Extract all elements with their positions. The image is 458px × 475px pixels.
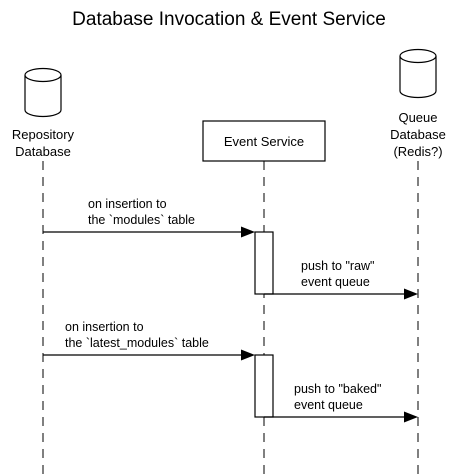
arrowhead-icon <box>404 288 418 300</box>
arrowhead-icon <box>241 349 255 361</box>
queue-database-participant: Queue Database (Redis?) <box>390 48 446 159</box>
event-service-label: Event Service <box>224 134 304 149</box>
arrowhead-icon <box>404 411 418 423</box>
message-latest-modules-insertion: on insertion to the `latest_modules` tab… <box>43 320 255 361</box>
arrowhead-icon <box>241 226 255 238</box>
queue-label-line3: (Redis?) <box>393 144 442 159</box>
repository-label-line1: Repository <box>12 127 75 142</box>
activation-bar-1 <box>254 231 274 295</box>
queue-label-line1: Queue <box>398 110 437 125</box>
activation-bar-2 <box>254 354 274 418</box>
message-3-line1: on insertion to <box>65 320 144 334</box>
queue-label-line2: Database <box>390 127 446 142</box>
message-3-line2: the `latest_modules` table <box>65 336 209 350</box>
database-cylinder-icon <box>399 48 437 99</box>
message-modules-insertion: on insertion to the `modules` table <box>43 197 255 238</box>
message-4-line1: push to "baked" <box>294 382 381 396</box>
message-4-line2: event queue <box>294 398 363 412</box>
message-1-line2: the `modules` table <box>88 213 195 227</box>
message-1-line1: on insertion to <box>88 197 167 211</box>
message-2-line2: event queue <box>301 275 370 289</box>
message-push-baked: push to "baked" event queue <box>264 382 418 423</box>
message-push-raw: push to "raw" event queue <box>264 259 418 300</box>
event-service-box <box>202 120 326 162</box>
database-cylinder-icon <box>24 67 62 118</box>
event-service-participant: Event Service <box>202 120 326 162</box>
diagram-title: Database Invocation & Event Service <box>72 9 386 30</box>
message-2-line1: push to "raw" <box>301 259 375 273</box>
repository-label-line2: Database <box>15 144 71 159</box>
repository-database-participant: Repository Database <box>12 67 75 159</box>
